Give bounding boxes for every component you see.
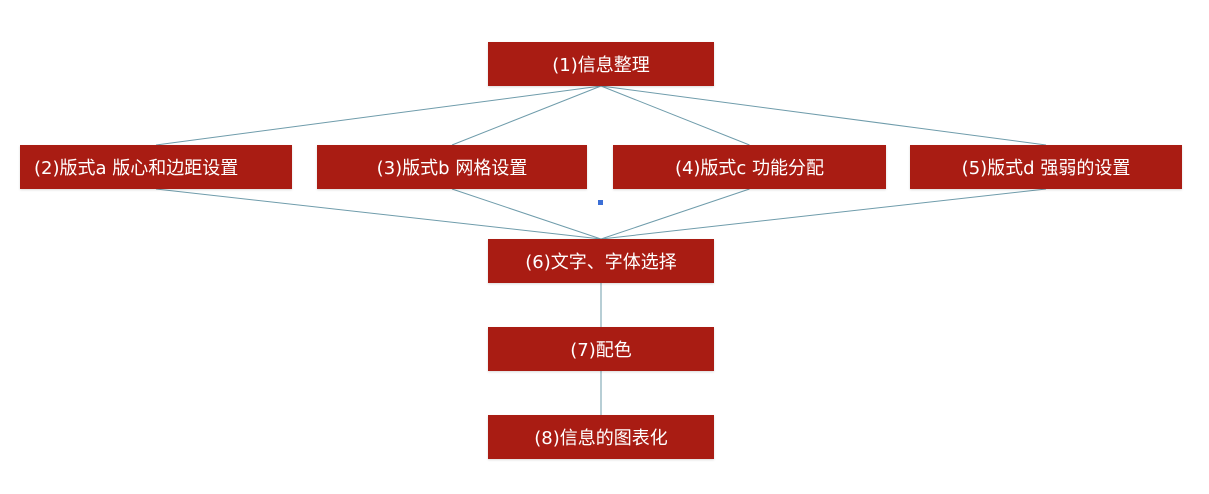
node-label: (5)版式d 强弱的设置 (961, 158, 1131, 179)
node-information-charting: (8)信息的图表化 (488, 415, 714, 459)
node-label: (2)版式a 版心和边距设置 (34, 158, 239, 179)
connector-n1-n5 (600, 85, 1047, 146)
node-label: (6)文字、字体选择 (525, 252, 677, 273)
node-label: (3)版式b 网格设置 (376, 158, 528, 179)
connector-n4-n6 (600, 188, 750, 240)
node-color-scheme: (7)配色 (488, 327, 714, 371)
connector-n1-n3 (451, 85, 602, 146)
node-layout-c-function: (4)版式c 功能分配 (613, 145, 886, 189)
connector-n5-n6 (600, 188, 1047, 240)
selection-marker (598, 200, 603, 205)
node-layout-a-margins: (2)版式a 版心和边距设置 (20, 145, 292, 189)
connector-n1-n4 (600, 85, 750, 146)
node-label: (8)信息的图表化 (534, 428, 668, 449)
node-label: (7)配色 (570, 340, 632, 361)
node-layout-b-grid: (3)版式b 网格设置 (317, 145, 587, 189)
node-label: (4)版式c 功能分配 (674, 158, 825, 179)
node-label: (1)信息整理 (552, 55, 650, 76)
connector-n2-n6 (155, 188, 602, 240)
node-layout-d-emphasis: (5)版式d 强弱的设置 (910, 145, 1182, 189)
node-information-organization: (1)信息整理 (488, 42, 714, 86)
connector-n1-n2 (155, 85, 602, 146)
node-text-font-selection: (6)文字、字体选择 (488, 239, 714, 283)
connector-n3-n6 (451, 188, 602, 240)
